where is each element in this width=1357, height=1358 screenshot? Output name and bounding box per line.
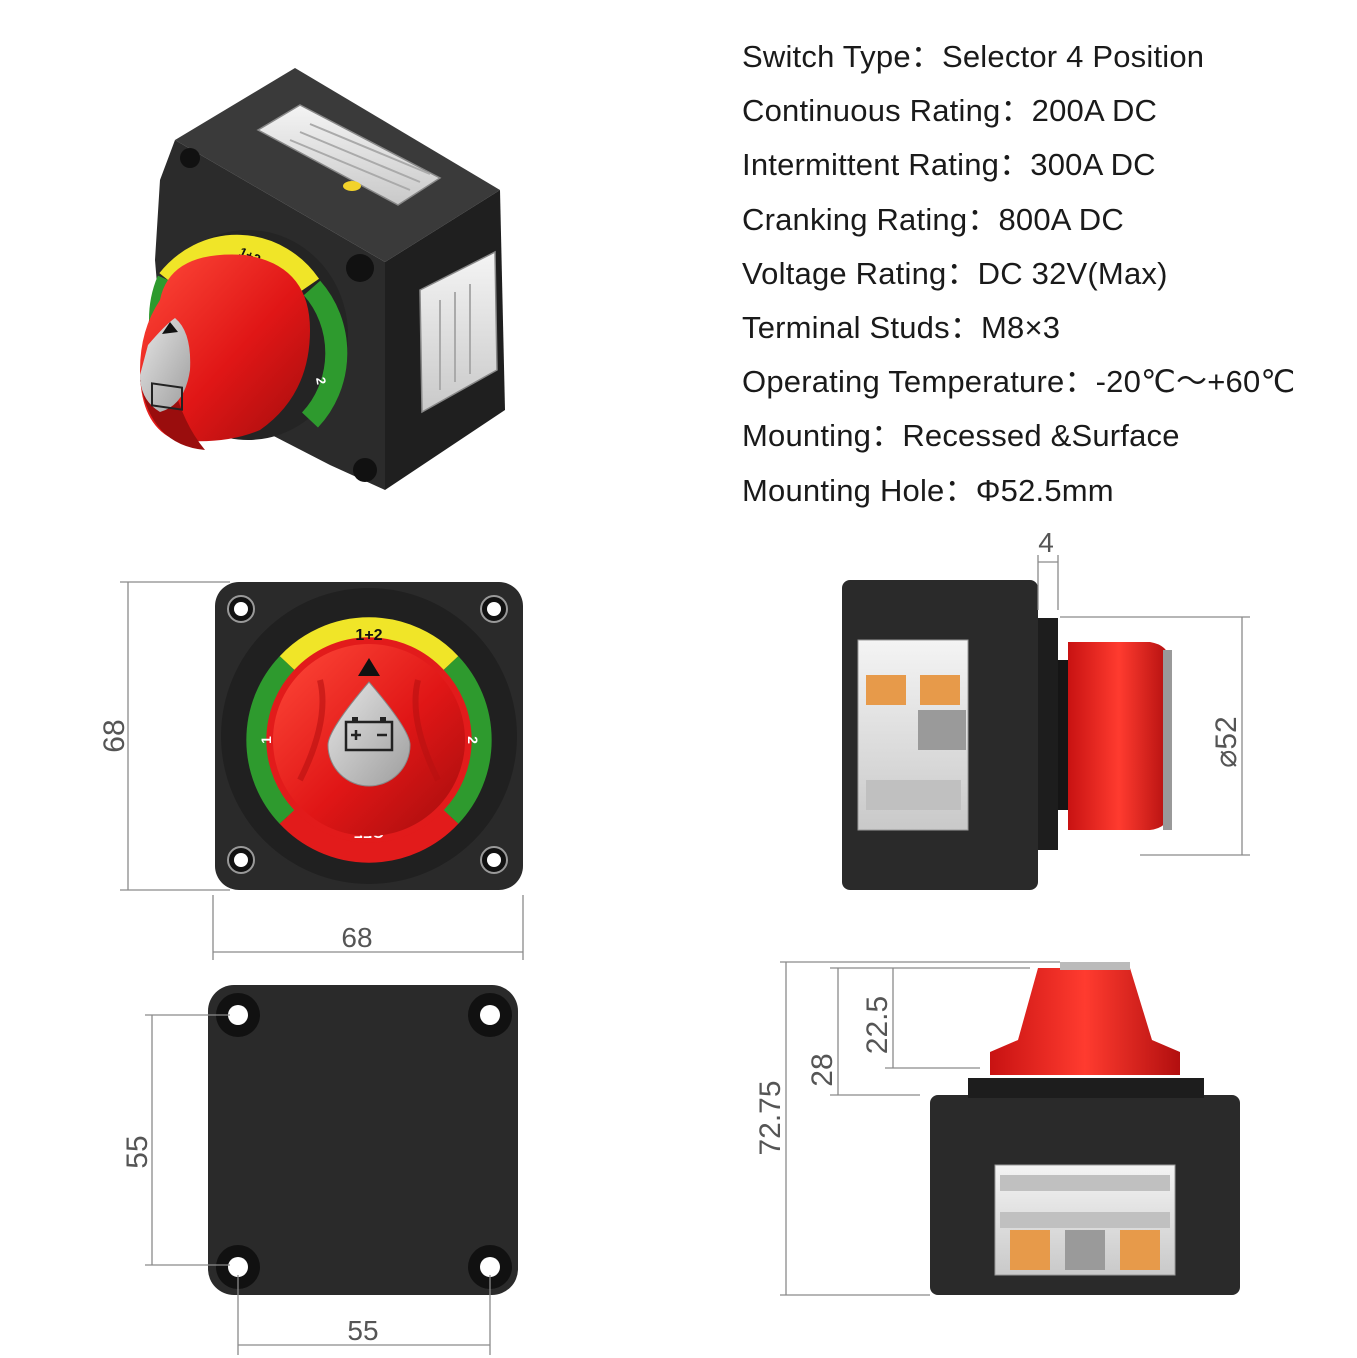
front-mounting-holes xyxy=(227,595,508,874)
battery-icon xyxy=(344,717,394,752)
spec-terminal-studs: Terminal Studs：M8×3 xyxy=(742,310,1061,346)
dim-total-height: 72.75 xyxy=(754,1080,787,1155)
dim-side-flange: 4 xyxy=(1038,527,1054,558)
isometric-view: 1+2 2 xyxy=(140,68,505,490)
spec-mounting-hole: Mounting Hole：Φ52.5mm xyxy=(742,472,1114,508)
spec-list: Switch Type：Selector 4 Position Continuo… xyxy=(742,30,1342,518)
dim-front-height: 68 xyxy=(98,719,131,752)
back-view xyxy=(208,985,518,1295)
iso-label-two: 2 xyxy=(313,376,329,386)
elevation-dimensions xyxy=(780,961,1060,1296)
spec-voltage-rating: Voltage Rating：DC 32V(Max) xyxy=(742,255,1168,291)
dim-back-hole-horizontal: 55 xyxy=(347,1315,378,1346)
back-dimensions xyxy=(145,1014,491,1355)
front-view: 1+2 1 2 OFF xyxy=(215,582,523,890)
label-position-both: 1+2 xyxy=(355,627,382,644)
label-position-two: 2 xyxy=(465,736,481,744)
dim-knob-base: 28 xyxy=(806,1053,839,1086)
label-position-one: 1 xyxy=(258,736,274,744)
elevation-view xyxy=(930,962,1240,1295)
spec-intermittent-rating: Intermittent Rating：300A DC xyxy=(742,147,1156,183)
spec-cranking-rating: Cranking Rating：800A DC xyxy=(742,201,1124,237)
dim-front-width: 68 xyxy=(341,922,372,953)
spec-operating-temperature: Operating Temperature：-20℃～+60℃ xyxy=(742,364,1296,400)
pointer-triangle-icon xyxy=(358,658,380,676)
spec-continuous-rating: Continuous Rating：200A DC xyxy=(742,93,1158,129)
spec-mounting: Mounting：Recessed &Surface xyxy=(742,418,1180,454)
dim-back-hole-vertical: 55 xyxy=(121,1135,154,1168)
dim-knob-height: 22.5 xyxy=(861,996,894,1054)
dim-side-knob-diameter: ⌀52 xyxy=(1210,716,1243,767)
front-dimensions xyxy=(120,581,524,960)
spec-switch-type: Switch Type：Selector 4 Position xyxy=(742,39,1205,74)
side-view xyxy=(842,580,1172,890)
side-dimensions xyxy=(1037,555,1250,856)
